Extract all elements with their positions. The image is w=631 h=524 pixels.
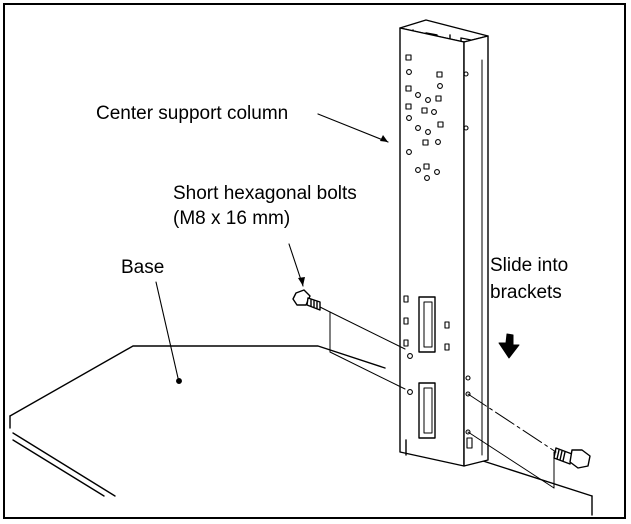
bolt-size-label: (M8 x 16 mm) (173, 208, 291, 229)
base-label: Base (121, 257, 165, 278)
base-plate (9, 345, 593, 516)
column-holes (403, 54, 473, 449)
leader-lines (155, 113, 389, 384)
right-bolt (553, 447, 591, 469)
slide-arrow (498, 333, 520, 359)
left-bolt-guide-lines (319, 306, 406, 390)
slide-into-label: Slide into (490, 255, 569, 276)
right-bolt-guide-lines (467, 393, 557, 489)
brackets-label: brackets (490, 282, 562, 303)
center-support-column-label: Center support column (96, 103, 289, 124)
diagram-frame (3, 3, 626, 519)
center-support-column (399, 19, 489, 467)
left-bolt (292, 289, 321, 311)
short-hexagonal-bolts-label: Short hexagonal bolts (173, 183, 357, 204)
